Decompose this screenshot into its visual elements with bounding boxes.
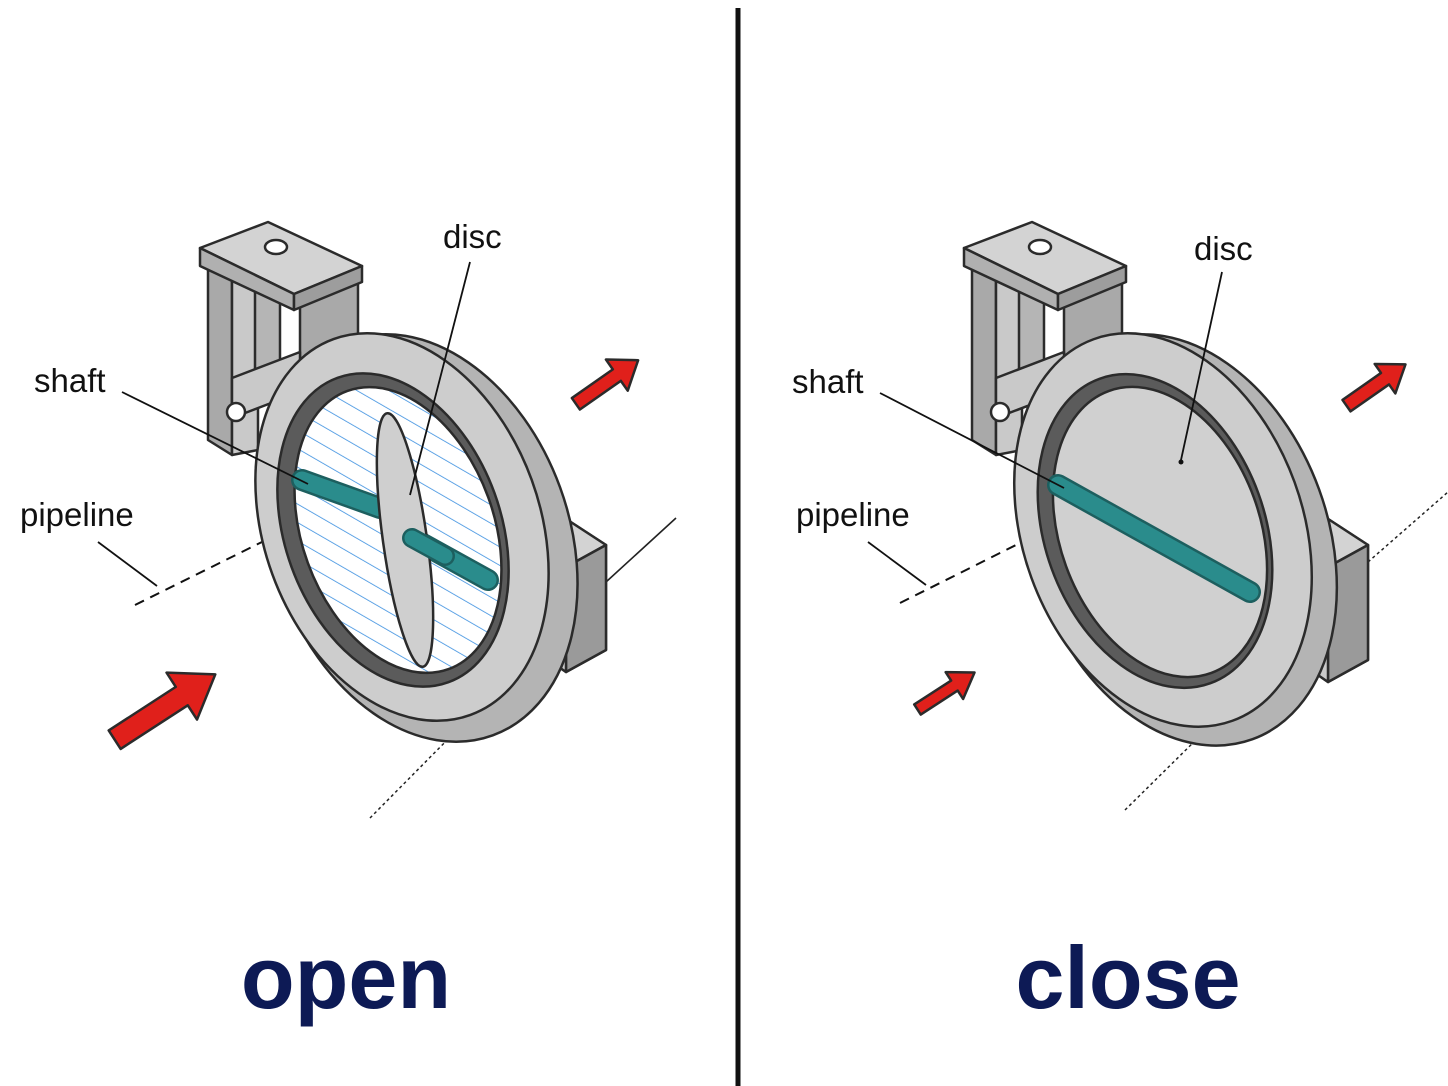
- disc-label: disc: [1194, 230, 1253, 267]
- state-title-open: open: [241, 928, 451, 1027]
- pipeline-leader-line: [97, 541, 158, 587]
- disc-label: disc: [443, 218, 502, 255]
- disc-leader-line: [409, 261, 471, 496]
- pipeline-label: pipeline: [796, 496, 910, 533]
- shaft-leader-line: [879, 392, 1065, 489]
- close-panel: disc shaft pipeline close: [792, 220, 1448, 1027]
- flow-arrow-icon: [107, 671, 217, 751]
- pipeline-axis-line: [899, 537, 1031, 604]
- shaft-label: shaft: [34, 362, 106, 399]
- shaft-leader-line: [121, 391, 309, 485]
- pipeline-axis-line: [605, 517, 677, 583]
- pipeline-leader-line: [867, 541, 927, 586]
- disc-leader-line: [1180, 271, 1223, 461]
- shaft: [1047, 474, 1261, 603]
- state-title-close: close: [1015, 928, 1240, 1027]
- flow-arrow-icon: [1341, 362, 1407, 413]
- flow-arrow-icon: [570, 358, 640, 411]
- pipeline-axis-line: [1124, 729, 1207, 811]
- pipeline-axis-line: [134, 537, 271, 606]
- open-panel: disc shaft pipeline open: [20, 218, 677, 1027]
- valve-body: [1012, 332, 1339, 747]
- pipeline-label: pipeline: [20, 496, 134, 533]
- pipeline-axis-line: [1367, 491, 1448, 563]
- shaft-label: shaft: [792, 363, 864, 400]
- flow-arrow-icon: [912, 670, 976, 716]
